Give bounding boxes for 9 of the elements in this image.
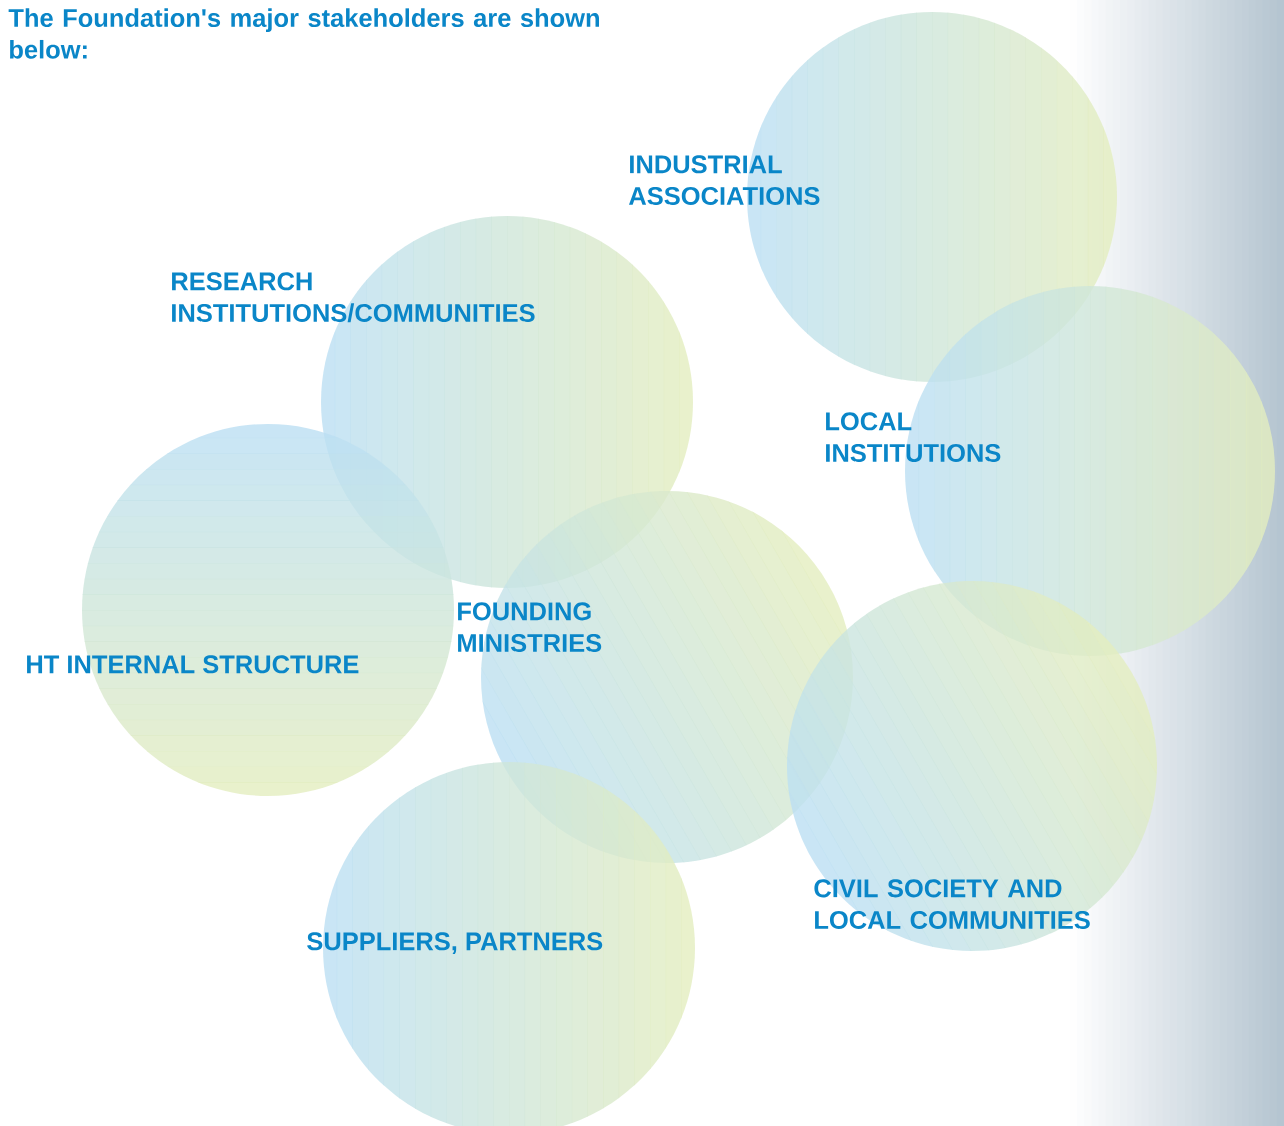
stakeholder-label: LOCAL INSTITUTIONS <box>826 412 1001 462</box>
stakeholder-label: HT INTERNAL STRUCTURE <box>27 655 359 674</box>
stakeholder-label: SUPPLIERS, PARTNERS <box>307 932 603 955</box>
stakeholder-label: INDUSTRIAL ASSOCIATIONS <box>629 155 820 205</box>
stakeholder-label: CIVIL SOCIETY AND LOCAL COMMUNITIES <box>814 879 1090 929</box>
stakeholder-label: FOUNDING MINISTRIES <box>458 602 602 652</box>
heading: The Foundation's major stakeholders are shown below: <box>8 8 599 59</box>
stakeholder-circle <box>787 581 1157 951</box>
stakeholder-label: RESEARCH INSTITUTIONS/COMMUNITIES <box>172 272 535 323</box>
